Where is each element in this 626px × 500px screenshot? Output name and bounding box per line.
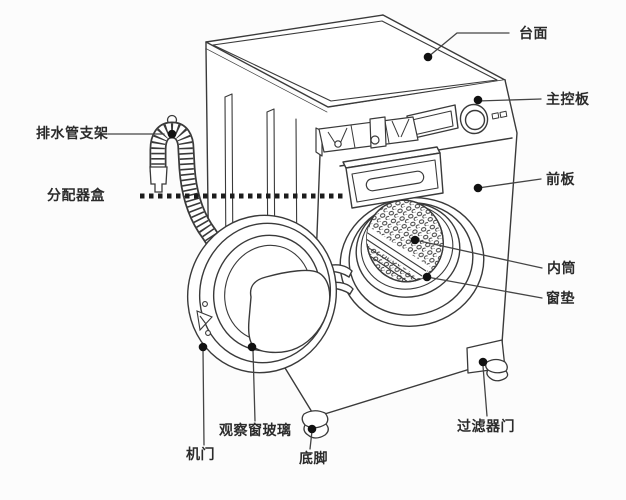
drain-hose (149, 114, 226, 256)
drawer-handle (365, 170, 425, 192)
label-window-gasket: 窗垫 (546, 290, 575, 306)
label-drain-hose-bracket: 排水管支架 (36, 125, 109, 141)
drum-lifter (357, 223, 431, 287)
leader-filter-door (482, 365, 488, 417)
leader-bottom-feet (309, 430, 313, 450)
label-countertop: 台面 (519, 25, 548, 41)
label-dispenser-box: 分配器盒 (47, 187, 105, 203)
leader-front-panel (477, 178, 542, 189)
leader-dots (167, 52, 488, 434)
front-foot (301, 410, 329, 439)
label-front-panel: 前板 (546, 171, 575, 187)
label-door: 机门 (186, 446, 215, 462)
leader-door (202, 348, 205, 446)
label-main-control-board: 主控板 (546, 91, 590, 107)
callout-leaders (107, 32, 543, 450)
label-window-glass: 观察窗玻璃 (219, 422, 292, 438)
label-bottom-feet: 底脚 (299, 450, 328, 466)
label-filter-door: 过滤器门 (457, 418, 515, 434)
leader-window-gasket (426, 276, 543, 299)
leader-window-glass (252, 349, 256, 422)
door-latch-icon (196, 301, 213, 336)
dispenser-drawer (315, 116, 444, 209)
label-inner-drum: 内筒 (547, 260, 576, 276)
machine-door (186, 214, 338, 374)
leader-countertop (427, 32, 510, 58)
panel-buttons-icon (491, 110, 508, 120)
hose-end-fitting (149, 166, 168, 193)
rear-foot (485, 358, 509, 382)
leader-main-control-board (477, 98, 542, 102)
drum-assembly (326, 197, 485, 327)
leader-inner-drum (414, 239, 543, 269)
